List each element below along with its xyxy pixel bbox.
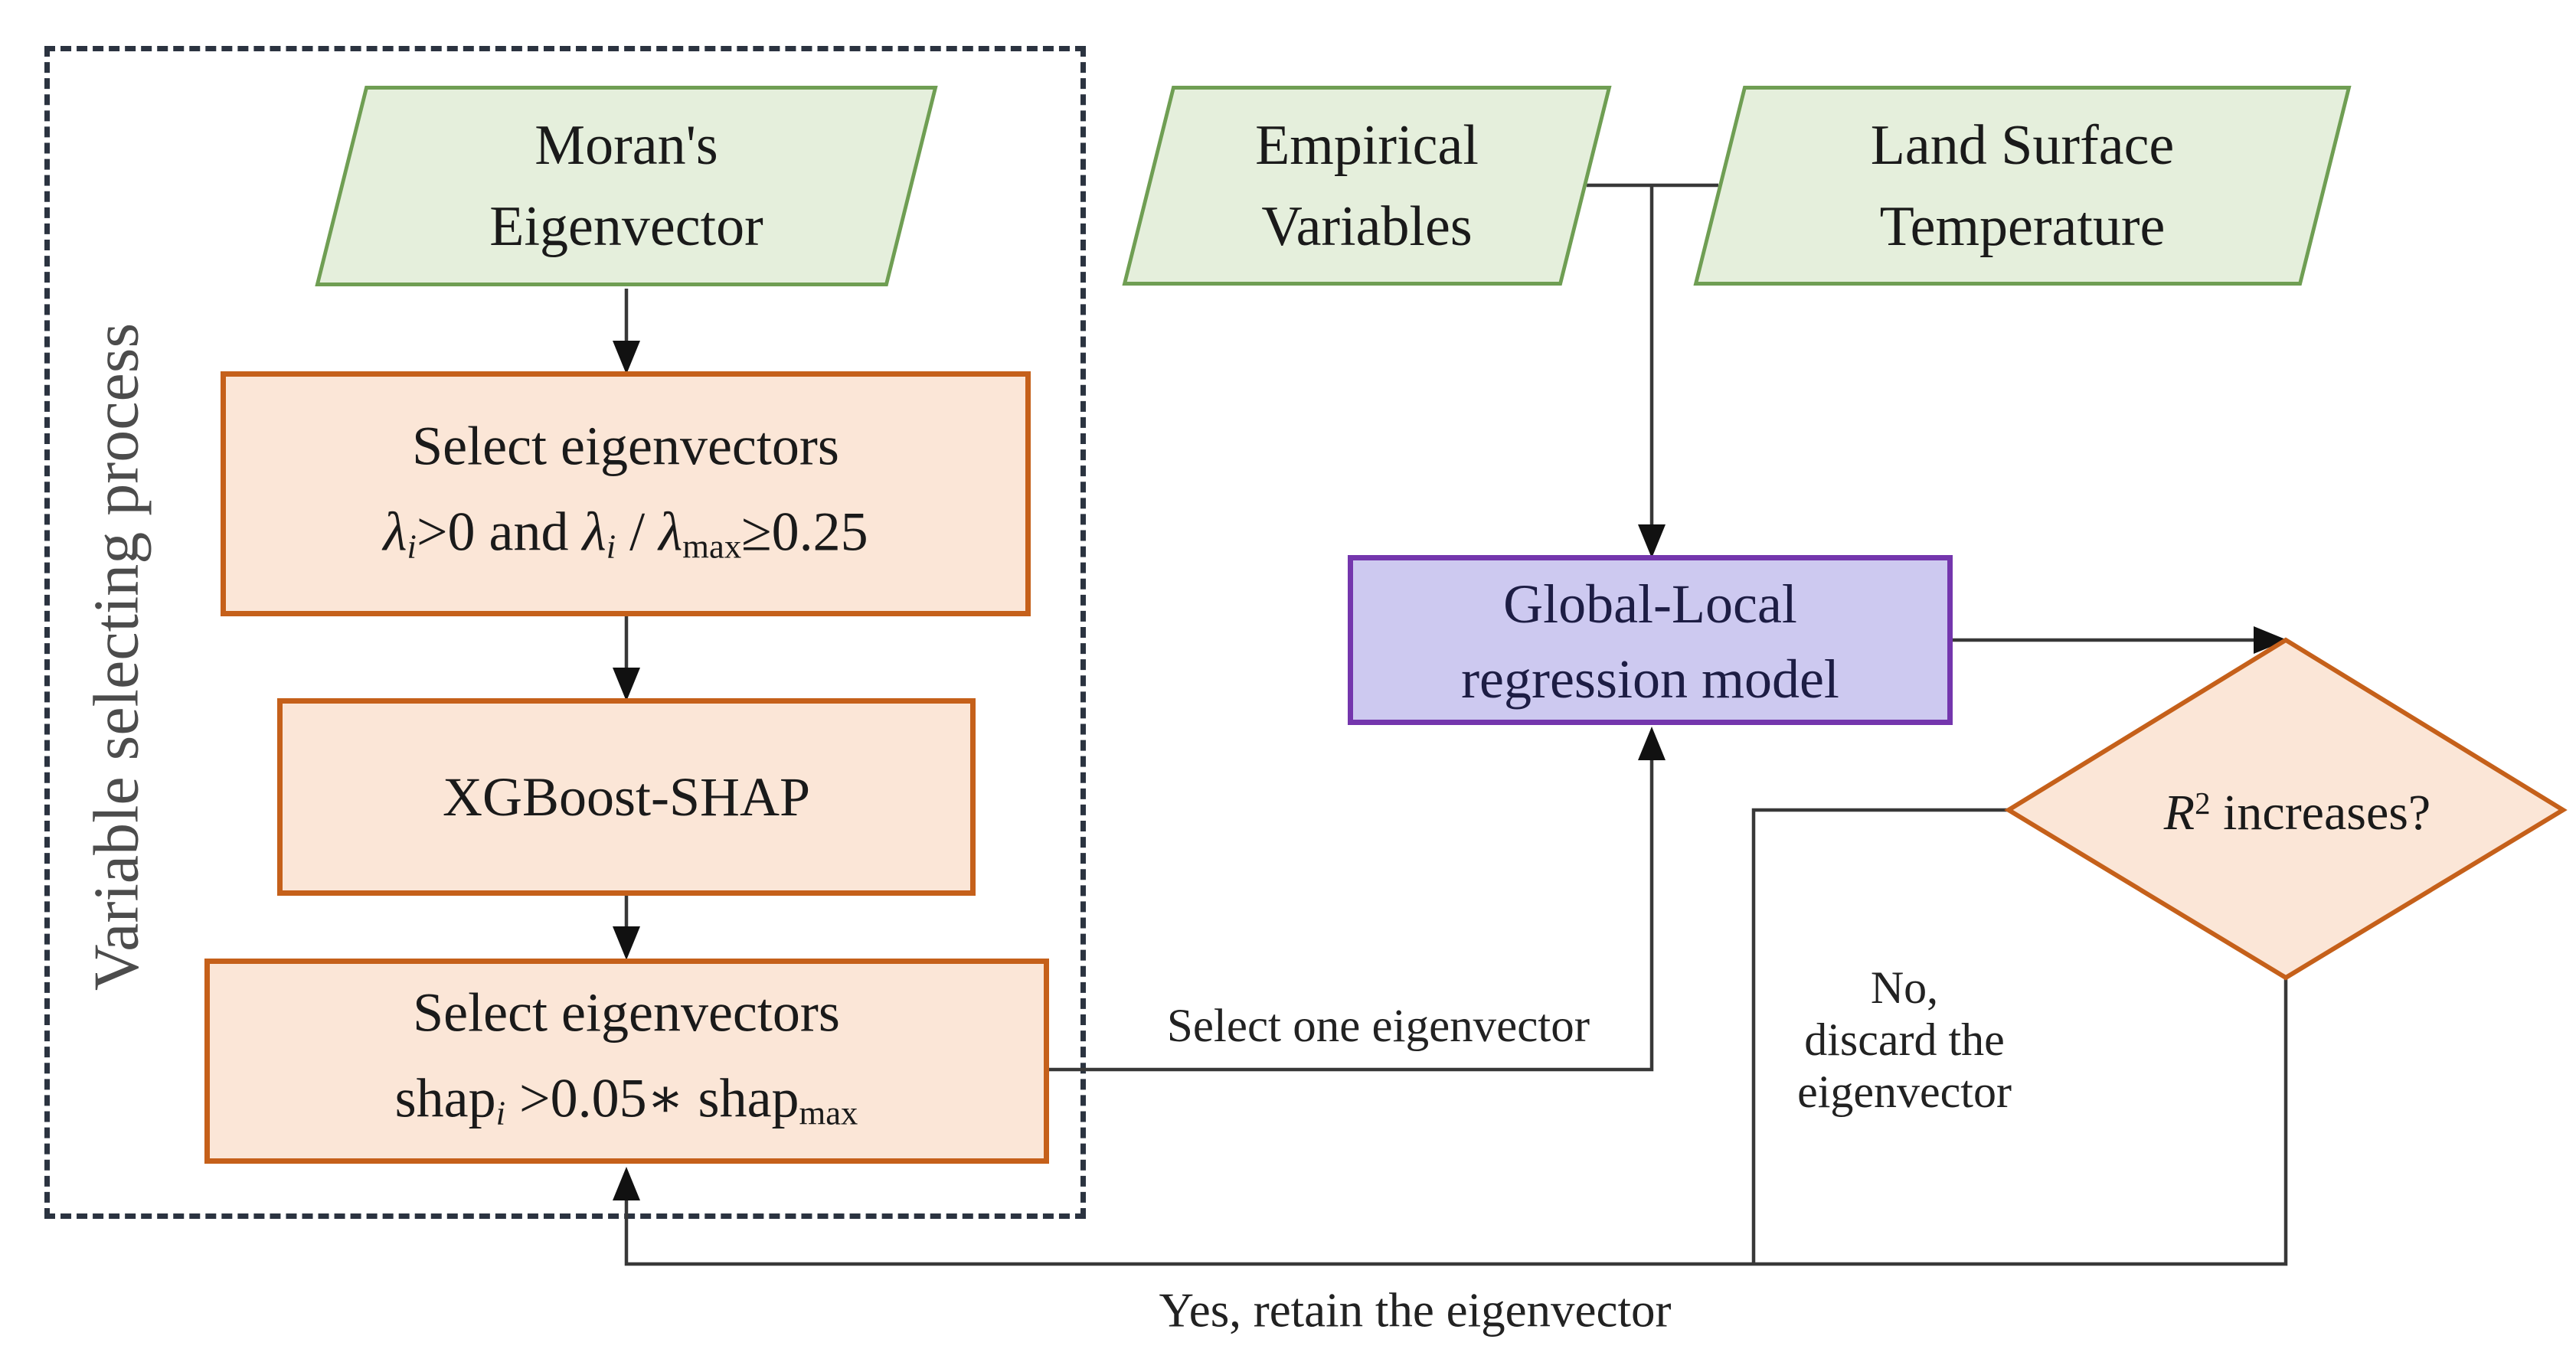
edge-select-lambda-to-xgboost	[613, 616, 640, 701]
edge-xgboost-arrowhead	[613, 668, 640, 701]
edge-label-no-discard: No, discard the eigenvector	[1797, 962, 2012, 1117]
edge-feedback-arrowhead	[613, 1167, 640, 1200]
edge-decision-arrowhead	[2254, 626, 2287, 654]
shap-formula: shapi >0.05∗ shapmax	[394, 1067, 858, 1132]
edge-select-one-arrowhead	[1638, 727, 1666, 760]
edge-label-yes-retain: Yes, retain the eigenvector	[1159, 1283, 1672, 1338]
edge-label-select-one-eigenvector: Select one eigenvector	[1166, 1001, 1590, 1052]
edge-xgboost-to-select-shap	[613, 896, 640, 960]
io-morans-eigenvector-label: Moran's Eigenvector	[489, 114, 763, 258]
io-empirical-variables-label: Empirical Variables	[1255, 114, 1479, 258]
process-xgboost-shap-label: XGBoost-SHAP	[442, 766, 811, 828]
edge-inputs-to-model	[1638, 185, 1666, 558]
edge-morans-arrowhead	[613, 341, 640, 374]
process-select-eigenvectors-lambda	[221, 371, 1031, 616]
edge-no-discard-path	[1751, 808, 2009, 1266]
edge-select-shap-arrowhead	[613, 926, 640, 960]
group-title: Variable selecting process	[80, 322, 152, 991]
variable-selecting-group-box	[44, 46, 1086, 1219]
process-xgboost-shap	[277, 698, 976, 896]
edge-select-one-eigenvector	[1049, 727, 1666, 1072]
process-select-eigenvectors-lambda-label: Select eigenvectors λi>0 and λi / λmax≥0…	[383, 403, 868, 590]
decision-r2-increases-label: R2 increases?	[2163, 785, 2431, 841]
edge-model-arrowhead	[1638, 524, 1666, 558]
process-select-eigenvectors-shap	[204, 959, 1049, 1164]
edge-yes-retain-feedback	[613, 978, 2288, 1266]
io-land-surface-temperature-label: Land Surface Temperature	[1870, 114, 2175, 258]
process-select-eigenvectors-shap-label: Select eigenvectors shapi >0.05∗ shapmax	[395, 970, 858, 1156]
lambda-formula: λi>0 and λi / λmax≥0.25	[383, 501, 868, 566]
process-global-local-model	[1348, 555, 1953, 725]
decision-diamond	[2004, 637, 2568, 981]
process-global-local-model-label: Global-Local regression model	[1461, 573, 1839, 710]
edge-morans-to-select-lambda	[613, 289, 640, 374]
edge-model-to-decision	[1953, 626, 2287, 654]
